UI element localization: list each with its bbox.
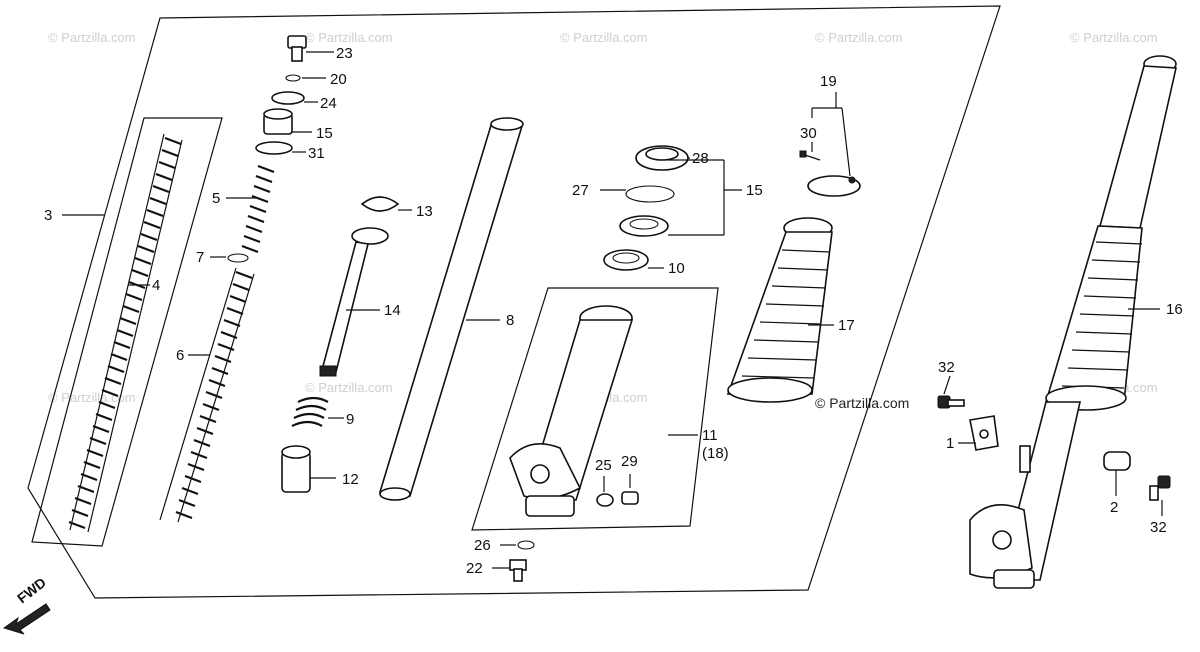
callout-27: 27 xyxy=(572,182,589,199)
drain-bolt-29 xyxy=(621,491,639,505)
callout-6: 6 xyxy=(176,347,184,364)
callout-21: 20 xyxy=(330,71,347,88)
fork-spring-short xyxy=(241,164,275,254)
fwd-arrow: FWD xyxy=(2,574,51,635)
callout-5: 5 xyxy=(212,190,220,207)
callout-15: 15 xyxy=(316,125,333,142)
watermark: © Partzilla.com xyxy=(305,30,393,45)
callout-32-lower: 32 xyxy=(1150,519,1167,536)
fork-tube xyxy=(378,117,524,501)
fork-slider xyxy=(509,305,634,517)
oil-seal xyxy=(619,215,669,237)
watermark: © Partzilla.com xyxy=(560,30,648,45)
callout-18: (18) xyxy=(702,445,729,462)
callout-22: 22 xyxy=(466,560,483,577)
watermark: © Partzilla.com xyxy=(815,30,903,45)
washer-26 xyxy=(517,540,535,550)
callout-9: 9 xyxy=(346,411,354,428)
callout-32-upper: 32 xyxy=(938,359,955,376)
callout-29: 29 xyxy=(621,453,638,470)
band-screw xyxy=(799,150,821,161)
watermark: © Partzilla.com xyxy=(1070,30,1158,45)
spring-seat-washer xyxy=(227,253,249,263)
slider-group-frame xyxy=(471,287,719,531)
fork-boot xyxy=(726,217,833,403)
bolt-32-lower xyxy=(1149,475,1171,501)
callout-30: 30 xyxy=(800,125,817,142)
fork-plug xyxy=(263,108,293,135)
spring-group-frame xyxy=(31,117,223,547)
slider-bushing xyxy=(603,249,649,271)
o-ring-31 xyxy=(255,141,293,155)
callout-12: 12 xyxy=(342,471,359,488)
fwd-label: FWD xyxy=(14,574,49,606)
callout-numbers: 3 4 5 7 6 23 20 24 15 31 13 14 9 12 8 28… xyxy=(44,45,1183,577)
assembly-frame xyxy=(27,5,1001,599)
oil-lock-piece xyxy=(281,445,311,493)
fork-spring-lower xyxy=(159,267,255,523)
cable-clamp xyxy=(1103,451,1131,471)
front-fork-assembly xyxy=(969,55,1177,589)
callout-11: 11 xyxy=(702,427,718,444)
stopper-ring xyxy=(625,185,675,203)
washer-25 xyxy=(596,493,614,507)
washer-24 xyxy=(271,91,305,105)
callout-3: 3 xyxy=(44,207,52,224)
callout-17: 16 xyxy=(1166,301,1183,318)
dust-seal xyxy=(635,145,689,171)
callout-1: 1 xyxy=(946,435,954,452)
circlip xyxy=(360,196,400,212)
rebound-spring xyxy=(291,396,329,427)
arrow-icon xyxy=(2,603,51,635)
callout-19: 17 xyxy=(838,317,855,334)
o-ring-small xyxy=(285,74,301,82)
callout-4: 4 xyxy=(152,277,160,294)
callout-13: 13 xyxy=(416,203,433,220)
damper-rod xyxy=(319,227,389,377)
callout-16: 15 xyxy=(746,182,763,199)
callout-2: 2 xyxy=(1110,499,1118,516)
callout-31: 31 xyxy=(308,145,325,162)
fork-cap-bolt xyxy=(287,35,307,62)
callout-28: 28 xyxy=(692,150,709,167)
callout-20: 19 xyxy=(820,73,837,90)
socket-bolt-22 xyxy=(509,559,527,582)
callout-25: 25 xyxy=(595,457,612,474)
callout-24: 24 xyxy=(320,95,337,112)
bolt-32-upper xyxy=(937,395,965,409)
callout-7: 7 xyxy=(196,249,204,266)
callout-10: 10 xyxy=(668,260,685,277)
watermark: © Partzilla.com xyxy=(48,30,136,45)
callout-23: 23 xyxy=(336,45,353,62)
band-screw-head xyxy=(848,176,856,184)
fork-spring-long xyxy=(68,133,183,533)
watermark: © Partzilla.com xyxy=(815,395,909,411)
callout-14: 14 xyxy=(384,302,401,319)
leader-lines xyxy=(62,51,1163,569)
boot-band xyxy=(807,175,861,197)
bracket-1 xyxy=(969,415,999,451)
callout-26: 26 xyxy=(474,537,491,554)
callout-8: 8 xyxy=(506,312,514,329)
watermark: © Partzilla.com xyxy=(305,380,393,395)
watermark: © Partzilla.com xyxy=(48,390,136,405)
